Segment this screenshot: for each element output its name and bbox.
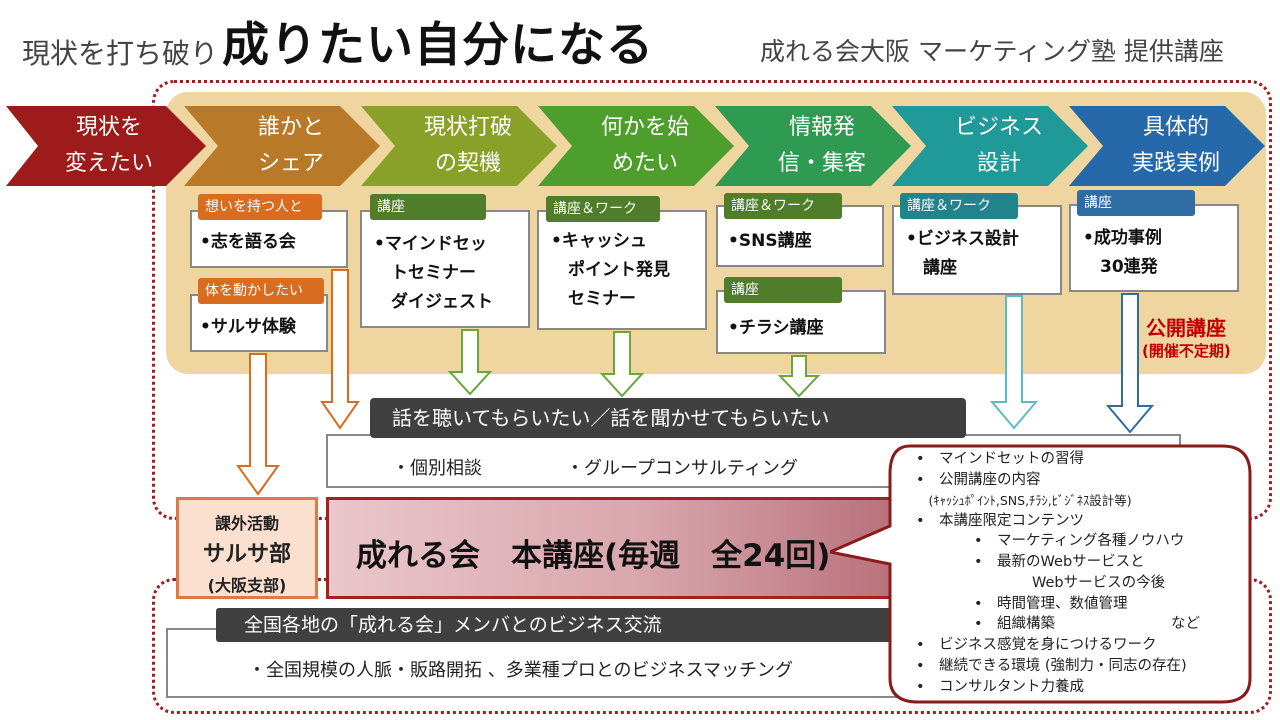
arrow-jirei-to-callout <box>1105 293 1155 434</box>
chirashi-tag: 講座 <box>724 277 842 303</box>
callout-item-7: • 時間管理、数値管理 <box>916 596 1128 612</box>
callout-item-11: • コンサルタント力養成 <box>916 679 1085 695</box>
arrow-mindset-to-hear <box>447 329 493 396</box>
salsa-club-box: 課外活動 サルサ部 (大阪支部) <box>176 497 318 599</box>
callout-item-8: • 組織構築 など <box>916 616 1201 632</box>
salsa-club-line2: サルサ部 <box>202 542 291 567</box>
salsa-club-line1: 課外活動 <box>214 514 279 533</box>
callout-item-10: • 継続できる環境 (強制力・同志の存在) <box>916 658 1187 674</box>
cashpoint-text: •キャッシュ ポイント発見 セミナー <box>551 231 670 309</box>
title-prefix: 現状を打ち破り <box>22 37 219 70</box>
callout-item-6: Webサービスの今後 <box>916 575 1166 591</box>
stage-label-3: 何かを始 めたい <box>600 115 689 176</box>
stage-chevron-1: 誰かと シェア <box>184 106 380 186</box>
sns-text: •SNS講座 <box>728 231 812 251</box>
stage-shape-2 <box>361 106 557 186</box>
stage-shape-0 <box>6 106 206 186</box>
salsa-tag: 体を動かしたい <box>198 278 324 304</box>
mindset-text: •マインドセッ トセミナー ダイジェスト <box>374 234 493 312</box>
callout-shape <box>830 444 1252 704</box>
arrow-cashpoint-to-hear <box>599 331 645 398</box>
callout-item-2: (ｷｬｯｼｭﾎﾟｲﾝﾄ,SNS,ﾁﾗｼ,ﾋﾞｼﾞﾈｽ設計等) <box>916 493 1132 508</box>
stage-chevron-6: 具体的 実践実例 <box>1069 106 1265 186</box>
callout-item-3: • 本講座限定コンテンツ <box>916 513 1085 529</box>
arrow-salsa-to-kagai <box>236 353 280 496</box>
callout-item-4: • マーケティング各種ノウハウ <box>916 533 1185 549</box>
page-title: 成りたい自分になる <box>222 18 654 73</box>
exchange-header: 全国各地の「成れる会」メンバとのビジネス交流 <box>216 608 906 642</box>
main-course-label: 成れる会 本講座(毎週 全24回) <box>356 538 831 574</box>
stage-label-5: ビジネス 設計 <box>954 115 1043 176</box>
business-text: •ビジネス設計 講座 <box>906 229 1019 278</box>
stage-chevron-4: 情報発 信・集客 <box>715 106 911 186</box>
salsa-club-line3: (大阪支部) <box>207 576 287 595</box>
consult-item-group: ・グループコンサルティング <box>566 458 798 479</box>
jirei-text: •成功事例 30連発 <box>1083 228 1162 277</box>
stage-chevron-2: 現状打破 の契機 <box>361 106 557 186</box>
arrow-kokorozashi-to-hear <box>320 269 360 430</box>
stage-label-2: 現状打破 の契機 <box>423 115 512 176</box>
salsa-text: •サルサ体験 <box>200 317 296 337</box>
provider-label: 成れる会大阪 マーケティング塾 提供講座 <box>760 37 1224 66</box>
jirei-tag: 講座 <box>1077 190 1195 216</box>
callout-bubble <box>830 444 1252 704</box>
callout-item-9: • ビジネス感覚を身につけるワーク <box>916 637 1157 653</box>
exchange-item: ・全国規模の人脈・販路開拓 、多業種プロとのビジネスマッチング <box>248 660 793 681</box>
public-course-label: 公開講座 <box>1146 316 1226 340</box>
stage-shape-1 <box>184 106 380 186</box>
arrow-business-to-callout <box>989 295 1039 430</box>
callout-item-1: • 公開講座の内容 <box>916 472 1041 488</box>
sns-tag: 講座＆ワーク <box>724 193 842 219</box>
chirashi-text: •チラシ講座 <box>728 318 824 338</box>
callout-item-5: • 最新のWebサービスと <box>916 554 1145 570</box>
consult-header: 話を聴いてもらいたい／話を聞かせてもらいたい <box>370 398 966 438</box>
cashpoint-tag: 講座＆ワーク <box>546 196 660 222</box>
kokorozashi-text: •志を語る会 <box>200 232 296 252</box>
arrow-chirashi-to-hear <box>777 355 821 398</box>
stage-chevron-0: 現状を 変えたい <box>6 106 206 186</box>
stage-shape-5 <box>892 106 1088 186</box>
stage-label-0: 現状を 変えたい <box>64 115 153 176</box>
stage-shape-6 <box>1069 106 1265 186</box>
business-tag: 講座＆ワーク <box>900 193 1018 219</box>
stage-shape-4 <box>715 106 911 186</box>
stage-chevron-5: ビジネス 設計 <box>892 106 1088 186</box>
stage-label-4: 情報発 信・集客 <box>777 115 866 176</box>
stage-label-1: 誰かと シェア <box>257 115 324 176</box>
cashpoint-box: •キャッシュ ポイント発見 セミナー <box>537 210 707 330</box>
public-course-sublabel: (開催不定期) <box>1142 342 1231 360</box>
stage-label-6: 具体的 実践実例 <box>1131 115 1220 176</box>
kokorozashi-tag: 想いを持つ人と <box>198 194 322 220</box>
callout-item-0: • マインドセットの習得 <box>916 451 1085 467</box>
mindset-box: •マインドセッ トセミナー ダイジェスト <box>360 210 530 328</box>
stage-shape-3 <box>538 106 734 186</box>
mindset-tag: 講座 <box>370 194 486 220</box>
stage-chevron-3: 何かを始 めたい <box>538 106 734 186</box>
consult-item-individual: ・個別相談 <box>392 458 482 479</box>
